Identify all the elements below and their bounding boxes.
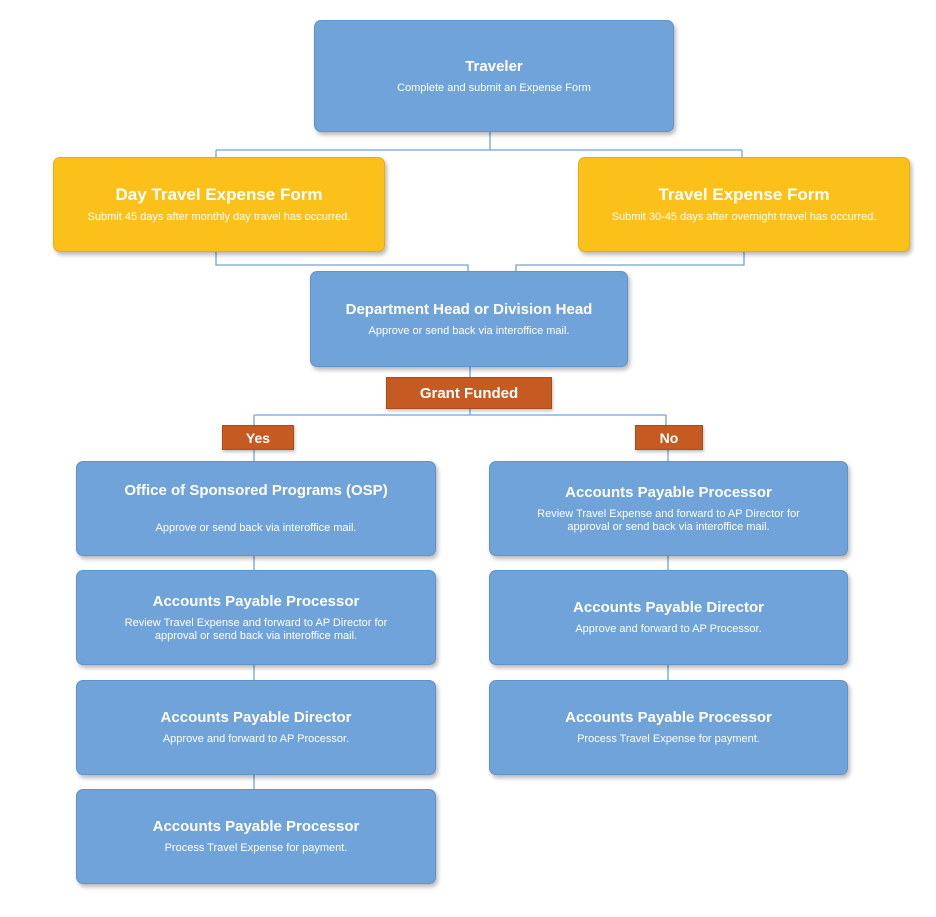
- yes-step-ap-processor-review: Accounts Payable Processor Review Travel…: [76, 570, 436, 665]
- travel-form-desc: Submit 30-45 days after overnight travel…: [611, 211, 877, 223]
- yes-branch-label-box: Yes: [222, 425, 294, 450]
- no-step-desc: Approve and forward to AP Processor.: [575, 623, 762, 635]
- no-step-ap-director: Accounts Payable Director Approve and fo…: [489, 570, 848, 665]
- no-step-title: Accounts Payable Director: [573, 599, 764, 616]
- connector-forms-to-dept-head: [215, 252, 745, 271]
- yes-step-desc: Approve or send back via interoffice mai…: [155, 522, 357, 534]
- traveler-title: Traveler: [465, 57, 523, 75]
- yes-step-desc: Process Travel Expense for payment.: [164, 842, 348, 854]
- connector-traveler-to-forms: [215, 132, 743, 157]
- travel-form-node: Travel Expense Form Submit 30-45 days af…: [578, 157, 910, 252]
- dept-head-title: Department Head or Division Head: [345, 300, 593, 318]
- yes-step-title: Accounts Payable Processor: [152, 592, 360, 610]
- no-step-title: Accounts Payable Processor: [565, 483, 772, 501]
- day-travel-form-title: Day Travel Expense Form: [115, 185, 323, 204]
- no-label: No: [659, 429, 679, 446]
- yes-step-ap-director: Accounts Payable Director Approve and fo…: [76, 680, 436, 775]
- no-step-desc: Process Travel Expense for payment.: [577, 733, 760, 745]
- grant-funded-decision: Grant Funded: [386, 377, 552, 409]
- yes-label: Yes: [245, 429, 271, 446]
- yes-step-title: Office of Sponsored Programs (OSP): [124, 482, 388, 499]
- no-step-ap-processor-review: Accounts Payable Processor Review Travel…: [489, 461, 848, 556]
- no-step-desc: Review Travel Expense and forward to AP …: [537, 507, 800, 533]
- yes-step-osp: Office of Sponsored Programs (OSP) Appro…: [76, 461, 436, 556]
- yes-step-desc: Approve and forward to AP Processor.: [162, 733, 350, 745]
- no-branch-label-box: No: [635, 425, 703, 450]
- traveler-desc: Complete and submit an Expense Form: [397, 81, 591, 94]
- day-travel-form-node: Day Travel Expense Form Submit 45 days a…: [53, 157, 385, 252]
- yes-step-desc: Review Travel Expense and forward to AP …: [124, 616, 388, 642]
- travel-form-title: Travel Expense Form: [658, 185, 830, 204]
- no-step-title: Accounts Payable Processor: [565, 709, 772, 726]
- dept-head-node: Department Head or Division Head Approve…: [310, 271, 628, 367]
- dept-head-desc: Approve or send back via interoffice mai…: [368, 324, 570, 337]
- no-step-ap-processor-payment: Accounts Payable Processor Process Trave…: [489, 680, 848, 775]
- yes-step-ap-processor-payment: Accounts Payable Processor Process Trave…: [76, 789, 436, 884]
- yes-step-title: Accounts Payable Processor: [152, 818, 360, 835]
- yes-step-title: Accounts Payable Director: [160, 709, 352, 726]
- traveler-node: Traveler Complete and submit an Expense …: [314, 20, 674, 132]
- connector-grant-to-branches: [253, 409, 667, 425]
- grant-funded-label: Grant Funded: [419, 384, 519, 402]
- day-travel-form-desc: Submit 45 days after monthly day travel …: [87, 211, 351, 223]
